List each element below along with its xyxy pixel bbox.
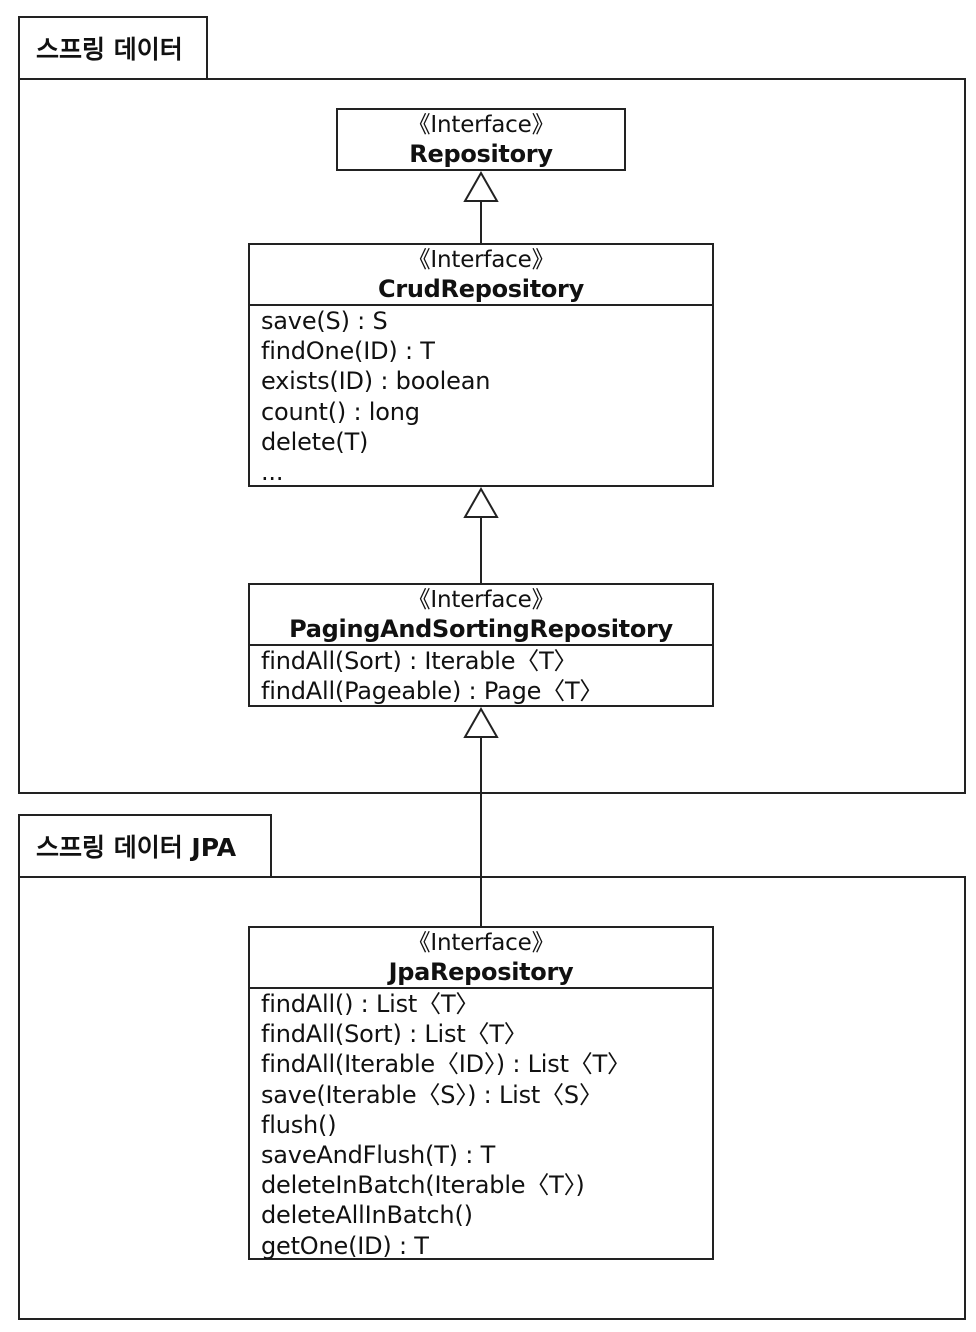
operation: save(S) : S	[261, 307, 388, 335]
class-jpa-repository-operations: findAll() : List〈T〉 findAll(Sort) : List…	[250, 989, 712, 1261]
class-paging-and-sorting-repository-stereotype: 《Interface》	[407, 587, 555, 613]
operation: findAll(Iterable〈ID〉) : List〈T〉	[261, 1050, 631, 1079]
operation: deleteAllInBatch()	[261, 1201, 473, 1230]
package-spring-data-jpa-tab: 스프링 데이터 JPA	[18, 814, 272, 878]
class-repository-name: Repository	[409, 140, 553, 168]
operation: deleteInBatch(Iterable〈T〉)	[261, 1171, 585, 1200]
operation: ...	[261, 457, 284, 486]
class-jpa-repository-name: JpaRepository	[388, 958, 574, 986]
class-paging-and-sorting-repository: 《Interface》 PagingAndSortingRepository f…	[248, 583, 714, 707]
operation: count() : long	[261, 397, 420, 426]
class-jpa-repository-stereotype: 《Interface》	[407, 930, 555, 956]
class-paging-and-sorting-repository-operations: findAll(Sort) : Iterable〈T〉 findAll(Page…	[250, 646, 712, 706]
operation: findAll(Sort) : List〈T〉	[261, 1020, 528, 1049]
operation: findAll() : List〈T〉	[261, 990, 480, 1018]
class-repository: 《Interface》 Repository	[336, 108, 626, 171]
package-spring-data-tab: 스프링 데이터	[18, 16, 208, 80]
class-paging-and-sorting-repository-name: PagingAndSortingRepository	[289, 615, 673, 643]
package-spring-data-label: 스프링 데이터	[36, 35, 183, 64]
class-crud-repository-name: CrudRepository	[378, 275, 584, 303]
class-crud-repository-header: 《Interface》 CrudRepository	[250, 245, 712, 306]
class-crud-repository-stereotype: 《Interface》	[407, 247, 555, 273]
operation: save(Iterable〈S〉) : List〈S〉	[261, 1080, 603, 1109]
class-crud-repository-operations: save(S) : S findOne(ID) : T exists(ID) :…	[250, 306, 712, 487]
class-repository-header: 《Interface》 Repository	[338, 110, 624, 169]
class-crud-repository: 《Interface》 CrudRepository save(S) : S f…	[248, 243, 714, 487]
operation: findAll(Sort) : Iterable〈T〉	[261, 647, 578, 675]
class-jpa-repository-header: 《Interface》 JpaRepository	[250, 928, 712, 989]
operation: flush()	[261, 1110, 337, 1139]
operation: exists(ID) : boolean	[261, 367, 491, 396]
class-jpa-repository: 《Interface》 JpaRepository findAll() : Li…	[248, 926, 714, 1260]
operation: saveAndFlush(T) : T	[261, 1140, 496, 1169]
class-repository-stereotype: 《Interface》	[407, 112, 555, 138]
operation: getOne(ID) : T	[261, 1231, 429, 1260]
operation: findOne(ID) : T	[261, 337, 435, 366]
package-spring-data-jpa-label: 스프링 데이터 JPA	[36, 833, 237, 862]
operation: delete(T)	[261, 427, 369, 456]
class-paging-and-sorting-repository-header: 《Interface》 PagingAndSortingRepository	[250, 585, 712, 646]
operation: findAll(Pageable) : Page〈T〉	[261, 677, 604, 706]
